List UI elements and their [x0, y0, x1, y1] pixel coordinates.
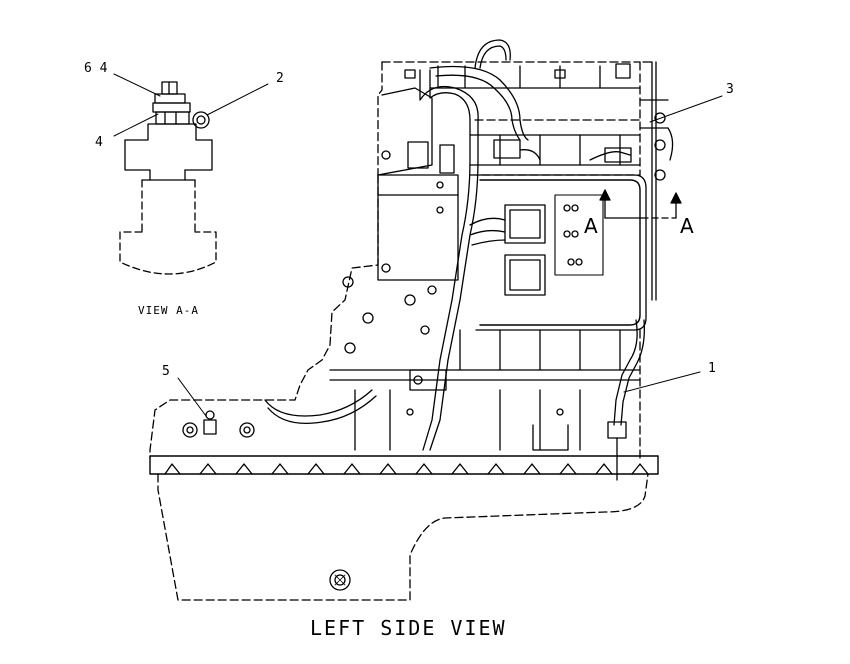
engine-main-view [149, 39, 723, 601]
callout-5: 5 [162, 364, 170, 379]
callout-3: 3 [726, 82, 734, 97]
left-side-view-caption: LEFT SIDE VIEW [310, 616, 507, 640]
section-letter-a-right: A [680, 214, 694, 238]
callout-detail-2: 2 [276, 71, 284, 86]
view-a-a-detail [113, 73, 269, 275]
view-a-a-caption: VIEW A-A [138, 304, 199, 317]
section-letter-a-left: A [584, 214, 598, 238]
callout-1: 1 [708, 361, 716, 376]
callout-detail-6-4: 6 4 [84, 61, 108, 76]
callout-detail-4: 4 [95, 135, 103, 150]
